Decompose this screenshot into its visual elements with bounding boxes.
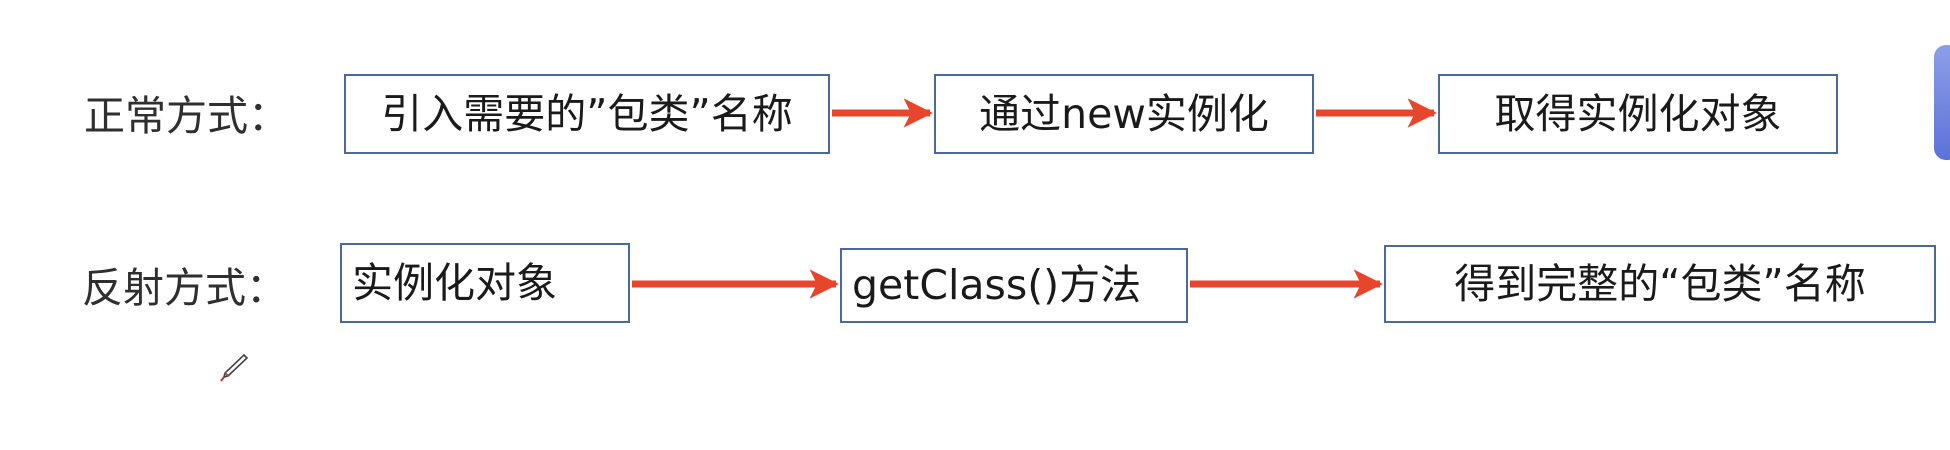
step-reflection-instance: 实例化对象 xyxy=(340,243,630,323)
step-normal-import-class: 引入需要的”包类”名称 xyxy=(344,74,830,154)
side-tab[interactable] xyxy=(1934,45,1950,160)
step-reflection-full-name: 得到完整的“包类”名称 xyxy=(1384,245,1936,323)
step-reflection-getclass: getClass()方法 xyxy=(840,248,1188,323)
row-label-normal: 正常方式： xyxy=(84,92,289,140)
pen-cursor-icon xyxy=(220,353,248,382)
row-label-reflection: 反射方式： xyxy=(82,264,287,312)
step-normal-new-instance: 通过new实例化 xyxy=(934,74,1314,154)
step-normal-get-object: 取得实例化对象 xyxy=(1438,74,1838,154)
